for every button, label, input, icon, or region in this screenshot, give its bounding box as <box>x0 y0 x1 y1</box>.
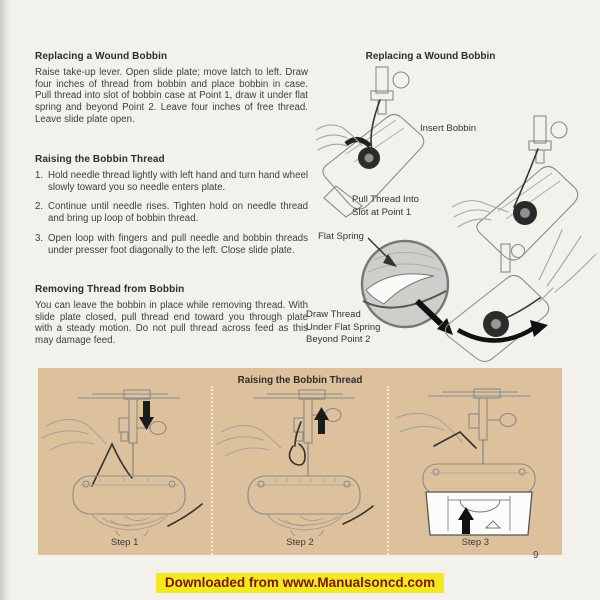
step-3-label: Step 3 <box>461 537 490 548</box>
list-number: 3. <box>35 232 44 244</box>
flat-spring-label: Flat Spring <box>318 231 364 242</box>
list-number: 1. <box>35 170 44 181</box>
section-heading: Replacing a Wound Bobbin <box>35 51 168 62</box>
pull-thread-label: Pull Thread Into Slot at Point 1 <box>352 194 419 218</box>
section-heading: Raising the Bobbin Thread <box>35 154 165 165</box>
step-1-label: Step 1 <box>110 537 139 548</box>
step-2-cell: Step 2 <box>211 386 386 555</box>
step-3-cell: Step 3 <box>386 386 562 555</box>
section-body: You can leave the bobbin in place while … <box>35 300 308 347</box>
pull-thread-illustration <box>452 115 579 261</box>
section-replacing-wound-bobbin: Replacing a Wound Bobbin Raise take-up l… <box>35 51 308 126</box>
list-item: 3. Open loop with fingers and pull needl… <box>35 233 308 256</box>
raising-bobbin-thread-panel: Raising the Bobbin Thread <box>38 368 562 555</box>
list-number: 2. <box>35 201 44 213</box>
step-2-label: Step 2 <box>286 537 314 548</box>
step-3-illustration <box>395 388 536 536</box>
panel-steps-row: Step 1 <box>38 386 562 555</box>
flat-spring-magnifier-illustration <box>360 229 597 363</box>
list-text: Continue until needle rises. Tighten hol… <box>48 201 308 225</box>
page-number: 9 <box>533 550 539 561</box>
section-heading: Removing Thread from Bobbin <box>35 284 185 295</box>
section-raising-bobbin-thread: Raising the Bobbin Thread 1. Hold needle… <box>35 154 308 264</box>
insert-bobbin-label: Insert Bobbin <box>420 123 476 134</box>
section-removing-thread: Removing Thread from Bobbin You can leav… <box>35 284 308 347</box>
list-item: 1. Hold needle thread lightly with left … <box>35 170 308 193</box>
step-1-cell: Step 1 <box>38 386 211 555</box>
list-item: 2. Continue until needle rises. Tighten … <box>35 201 308 224</box>
list-text: Open loop with fingers and pull needle a… <box>48 232 308 256</box>
step-2-illustration <box>216 389 374 536</box>
panel-title: Raising the Bobbin Thread <box>237 375 363 386</box>
section-body: Raise take-up lever. Open slide plate; m… <box>35 67 308 125</box>
draw-thread-label: Draw Thread Under Flat Spring Beyond Poi… <box>306 309 381 345</box>
watermark-banner[interactable]: Downloaded from www.Manualsoncd.com <box>155 573 445 593</box>
scan-edge <box>0 0 11 600</box>
list-text: Hold needle thread lightly with left han… <box>48 170 308 193</box>
step-1-illustration <box>41 389 203 536</box>
insert-bobbin-illustration <box>316 66 425 218</box>
right-column-heading: Replacing a Wound Bobbin <box>365 51 496 62</box>
